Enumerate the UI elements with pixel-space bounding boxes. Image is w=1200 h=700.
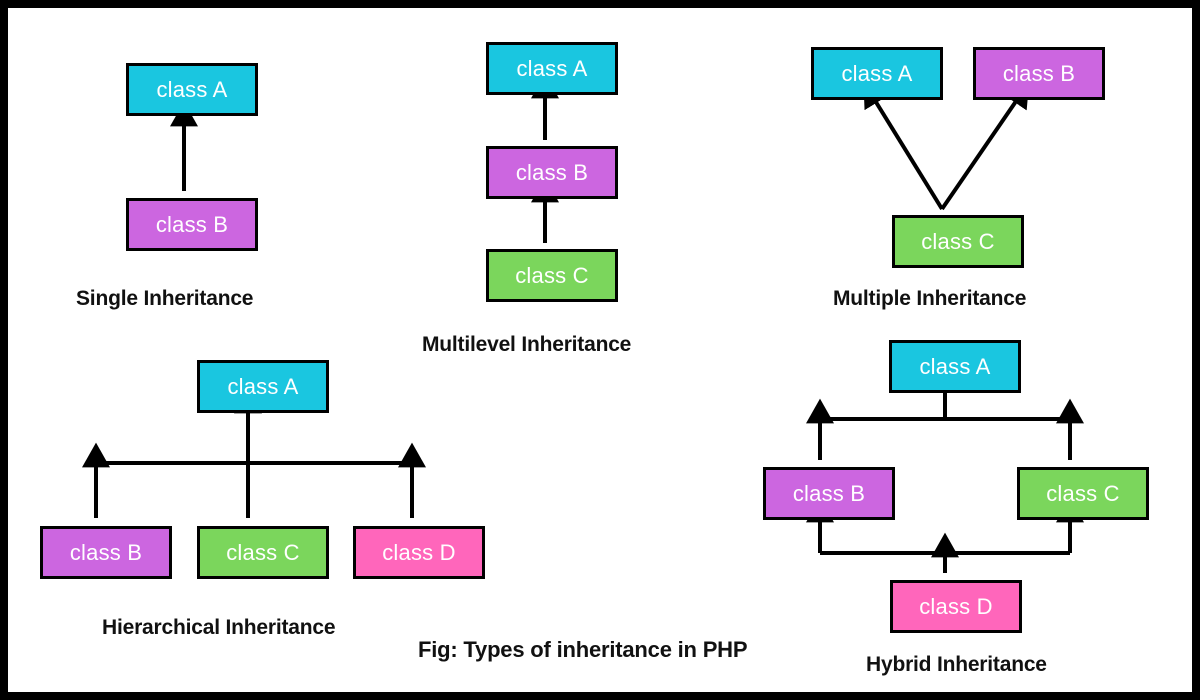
node-multiple-class-c[interactable]: class C [892,215,1024,268]
node-label: class A [227,373,299,399]
caption-hybrid-inheritance: Hybrid Inheritance [866,653,1047,676]
caption-multiple-inheritance: Multiple Inheritance [833,287,1027,310]
node-label: class B [155,211,229,237]
node-hybrid-class-c[interactable]: class C [1017,467,1149,520]
node-multilevel-class-b[interactable]: class B [486,146,618,199]
node-label: class B [515,159,589,185]
node-hybrid-class-d[interactable]: class D [890,580,1022,633]
node-label: class B [1002,60,1076,86]
node-hierarchical-class-b[interactable]: class B [40,526,172,579]
node-label: class B [792,480,866,506]
node-label: class C [1046,480,1120,506]
node-label: class A [516,55,588,81]
node-label: class A [841,60,913,86]
node-label: class C [226,539,300,565]
node-multiple-class-b[interactable]: class B [973,47,1105,100]
figure-caption: Fig: Types of inheritance in PHP [418,637,748,662]
node-label: class D [382,539,456,565]
node-label: class D [919,593,993,619]
caption-hierarchical-inheritance: Hierarchical Inheritance [102,616,336,639]
node-hybrid-class-b[interactable]: class B [763,467,895,520]
node-label: class C [921,228,995,254]
node-multilevel-class-c[interactable]: class C [486,249,618,302]
node-hierarchical-class-a[interactable]: class A [197,360,329,413]
node-label: class A [919,353,991,379]
edge-multiple-c-to-b [940,82,1030,211]
node-single-class-a[interactable]: class A [126,63,258,116]
node-hierarchical-class-d[interactable]: class D [353,526,485,579]
edge-multiple-c-to-a [863,81,944,211]
node-label: class C [515,262,589,288]
node-single-class-b[interactable]: class B [126,198,258,251]
caption-multilevel-inheritance: Multilevel Inheritance [422,333,632,356]
node-multilevel-class-a[interactable]: class A [486,42,618,95]
node-multiple-class-a[interactable]: class A [811,47,943,100]
node-hierarchical-class-c[interactable]: class C [197,526,329,579]
node-label: class B [69,539,143,565]
caption-single-inheritance: Single Inheritance [76,287,254,310]
node-label: class A [156,76,228,102]
node-hybrid-class-a[interactable]: class A [889,340,1021,393]
